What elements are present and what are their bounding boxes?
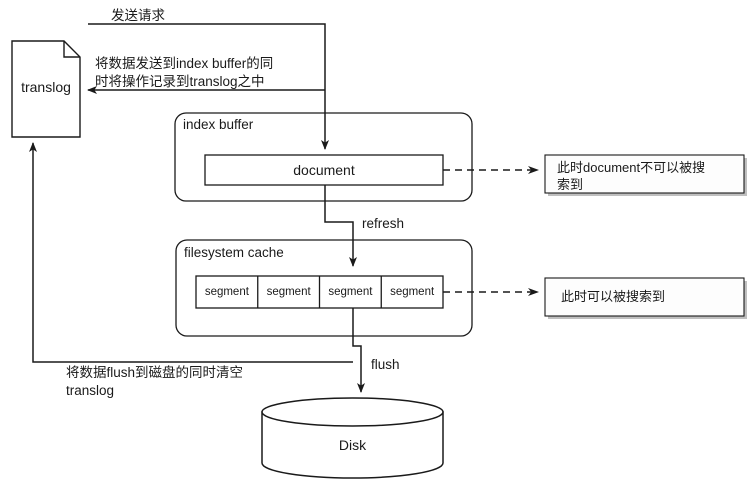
segment-label-2: segment bbox=[328, 286, 373, 298]
edge-refresh bbox=[324, 185, 357, 267]
edge-label-flush-clear-translog: 将数据flush到磁盘的同时清空 translog bbox=[66, 365, 244, 398]
document-label: document bbox=[293, 162, 355, 178]
translog-node bbox=[11, 40, 81, 138]
translog-label: translog bbox=[21, 79, 71, 95]
edge-label-refresh: refresh bbox=[362, 216, 405, 231]
edge-label-write-translog: 将数据发送到index buffer的同 时将操作记录到translog之中 bbox=[95, 56, 274, 89]
edge-label-flush: flush bbox=[371, 357, 400, 372]
segment-label-1: segment bbox=[266, 286, 311, 298]
disk-label: Disk bbox=[338, 437, 367, 453]
note-not-searchable-box bbox=[544, 154, 747, 196]
index-buffer-label: index buffer bbox=[183, 117, 254, 132]
note-not-searchable-label: 此时document不可以被搜 索到 bbox=[557, 160, 706, 192]
edge-flush bbox=[352, 308, 365, 393]
note-searchable-box bbox=[544, 277, 747, 319]
edge-label-send-request: 发送请求 bbox=[111, 8, 165, 23]
edge-flush-clear-translog bbox=[29, 142, 353, 363]
segment-label-3: segment bbox=[390, 286, 435, 298]
segment-label-0: segment bbox=[204, 286, 249, 298]
note-searchable-label: 此时可以被搜索到 bbox=[561, 289, 666, 304]
edge-send-request bbox=[88, 23, 329, 150]
filesystem-cache-label: filesystem cache bbox=[184, 245, 284, 260]
disk-cylinder bbox=[261, 397, 444, 479]
